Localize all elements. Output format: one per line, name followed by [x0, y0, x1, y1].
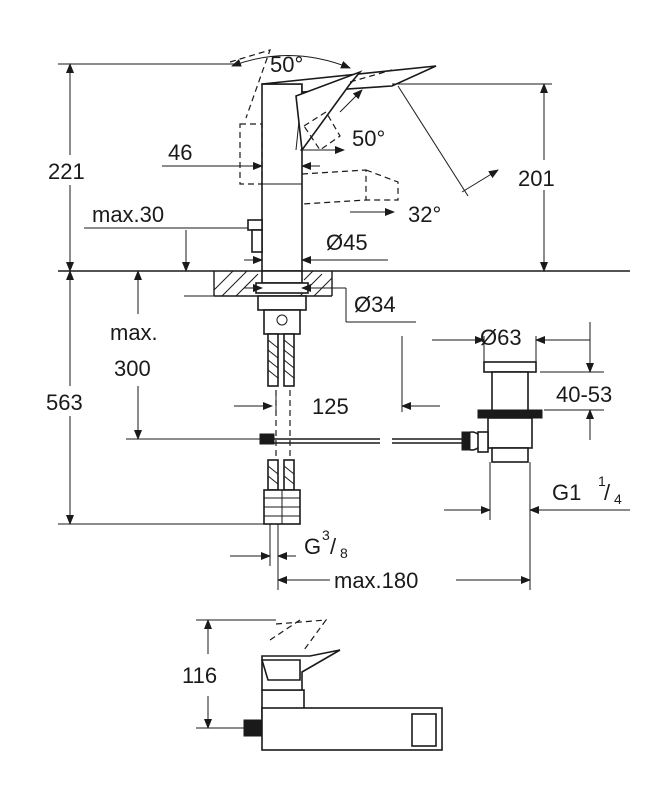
label-max-300-line1: max.	[110, 320, 158, 345]
dim-angle-handle: 50°	[300, 89, 385, 154]
label-angle-spout: 32°	[408, 202, 441, 227]
dim-46: 46	[162, 140, 320, 170]
dim-40-53: 40-53	[540, 322, 612, 440]
svg-text:/: /	[604, 480, 611, 505]
label-max-300-line2: 300	[114, 356, 151, 381]
label-221: 221	[48, 159, 85, 184]
dim-max-300: max. 300	[110, 270, 262, 440]
dim-201: 201	[392, 83, 572, 272]
label-dia-63: Ø63	[480, 325, 522, 350]
label-thread-g3-den: 8	[340, 545, 348, 561]
label-thread-g3-num: 3	[322, 527, 330, 543]
label-max-30: max.30	[92, 202, 164, 227]
dim-116: 116	[182, 619, 276, 729]
label-angle-handle: 50°	[352, 126, 385, 151]
dim-angle-spout: 32°	[350, 85, 499, 227]
label-201: 201	[518, 166, 555, 191]
dim-125: 125	[234, 336, 440, 419]
label-thread-g1-num: 1	[598, 473, 606, 489]
dim-dia-34: Ø34	[244, 284, 416, 323]
label-angle-top: 50°	[270, 52, 303, 77]
dim-563: 563	[44, 270, 264, 525]
faucet-body	[261, 83, 303, 272]
dim-max-30: max.30	[84, 202, 248, 272]
dim-dia-45: Ø45	[244, 230, 388, 264]
dim-dia-63: Ø63	[432, 325, 590, 362]
dim-max-180: max.180	[277, 568, 531, 593]
label-max-180: max.180	[334, 568, 418, 593]
label-125: 125	[312, 394, 349, 419]
label-dia-34: Ø34	[354, 292, 396, 317]
label-thread-g1: G1	[552, 480, 581, 505]
faucet-plan-view	[243, 619, 443, 751]
dim-thread-g1: G1 1 / 4	[444, 462, 630, 590]
label-dia-45: Ø45	[326, 230, 368, 255]
label-563: 563	[46, 390, 83, 415]
pop-up-waste	[461, 361, 543, 463]
label-thread-g3: G	[304, 534, 321, 559]
faucet-side-view	[229, 49, 437, 272]
dim-221: 221	[44, 63, 240, 272]
label-40-53: 40-53	[556, 382, 612, 407]
label-thread-g1-den: 4	[614, 491, 622, 507]
dim-angle-top: 50°	[231, 52, 351, 77]
label-46: 46	[168, 140, 192, 165]
faucet-handle	[295, 70, 363, 153]
svg-text:/: /	[330, 534, 337, 559]
label-116: 116	[182, 663, 217, 688]
under-counter-assembly	[255, 270, 466, 525]
